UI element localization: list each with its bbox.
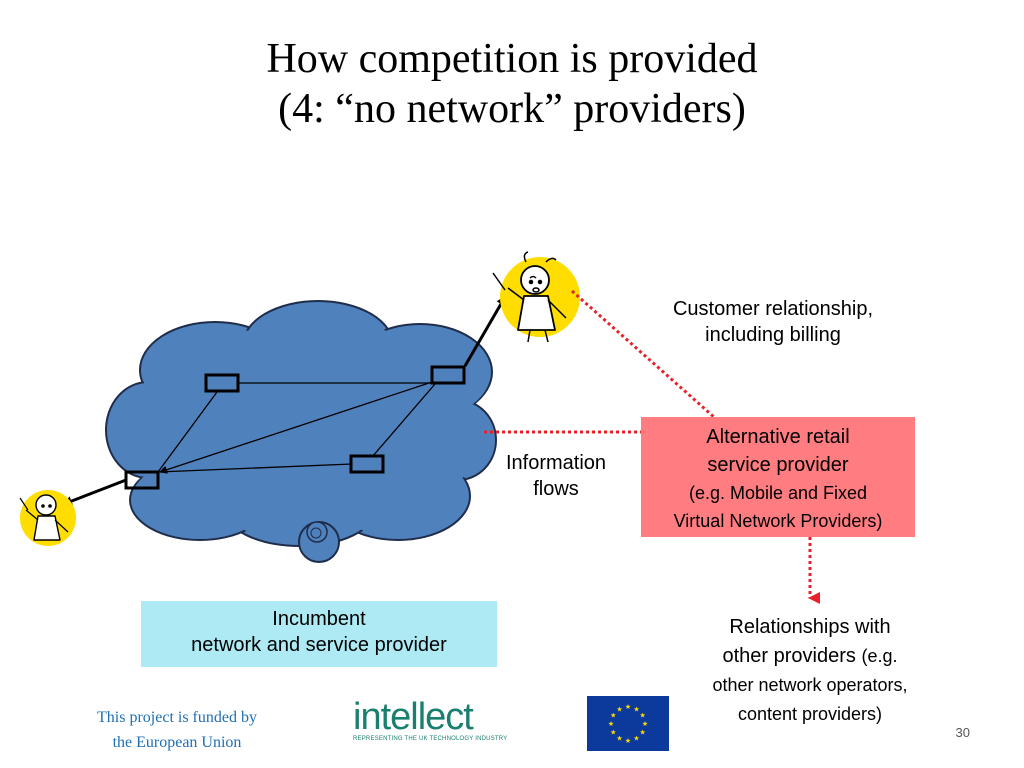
intellect-logo-word: intellect (353, 696, 474, 738)
eu-star-icon: ★ (616, 705, 622, 713)
eu-star-icon: ★ (625, 703, 631, 711)
other-providers-label: Relationships with other providers (e.g.… (670, 613, 950, 729)
intellect-logo-tagline: REPRESENTING THE UK TECHNOLOGY INDUSTRY (353, 736, 508, 742)
other-providers-line-2a: other providers (722, 645, 856, 667)
incumbent-line-2: network and service provider (191, 634, 447, 656)
incumbent-line-1: Incumbent (272, 608, 366, 630)
other-providers-line-4: content providers) (737, 704, 883, 724)
eu-star-icon: ★ (640, 712, 646, 720)
title-line-2: (4: “no network” providers) (278, 86, 746, 132)
other-providers-line-3: other network operators, (712, 675, 908, 695)
alternative-provider-box: Alternative retail service provider (e.g… (641, 417, 915, 537)
alt-provider-line-3: (e.g. Mobile and Fixed (688, 483, 868, 503)
customer-relationship-line-1: Customer relationship, (672, 298, 874, 320)
funding-line-2: the European Union (112, 734, 242, 751)
slide-title: How competition is provided (4: “no netw… (0, 34, 1024, 134)
customer-figure-icon (19, 490, 76, 546)
cloud-network-icon (105, 300, 497, 563)
information-flows-line-1: Information (505, 452, 607, 474)
eu-star-icon: ★ (640, 729, 646, 737)
eu-star-icon: ★ (616, 735, 622, 743)
other-providers-line-2b: (e.g. (861, 646, 898, 666)
network-node (430, 365, 466, 385)
arrow-to-customer-bottom (62, 478, 127, 506)
information-flows-label: Information flows (484, 450, 628, 502)
eu-star-icon: ★ (625, 737, 631, 745)
eu-star-icon: ★ (633, 705, 639, 713)
information-flows-line-2: flows (533, 478, 579, 500)
network-links (157, 382, 436, 473)
alt-provider-line-1: Alternative retail (706, 426, 850, 448)
page-number: 30 (955, 725, 970, 740)
customer-figure-icon (492, 251, 580, 343)
incumbent-box: Incumbent network and service provider (141, 601, 497, 667)
eu-star-icon: ★ (633, 735, 639, 743)
eu-star-icon: ★ (608, 720, 614, 728)
link-arrow (159, 381, 433, 474)
funding-note: This project is funded by the European U… (52, 705, 302, 755)
intellect-logo-icon: intellect REPRESENTING THE UK TECHNOLOGY… (353, 698, 513, 750)
customer-relationship-label: Customer relationship, including billing (638, 296, 908, 348)
title-line-1: How competition is provided (266, 36, 758, 82)
customer-relationship-link (571, 289, 715, 419)
network-node (204, 373, 240, 393)
eu-star-icon: ★ (642, 720, 648, 728)
eu-flag-icon: ★★★★★★★★★★★★ (587, 696, 669, 751)
eu-star-icon: ★ (610, 729, 616, 737)
eu-star-icon: ★ (610, 712, 616, 720)
network-node (349, 454, 385, 474)
arrow-to-customer-top (463, 295, 507, 367)
other-providers-line-1: Relationships with (729, 616, 891, 638)
customer-relationship-line-2: including billing (705, 324, 841, 346)
alt-provider-line-2: service provider (707, 454, 849, 476)
funding-line-1: This project is funded by (97, 709, 257, 726)
alt-provider-line-4: Virtual Network Providers) (673, 511, 883, 531)
